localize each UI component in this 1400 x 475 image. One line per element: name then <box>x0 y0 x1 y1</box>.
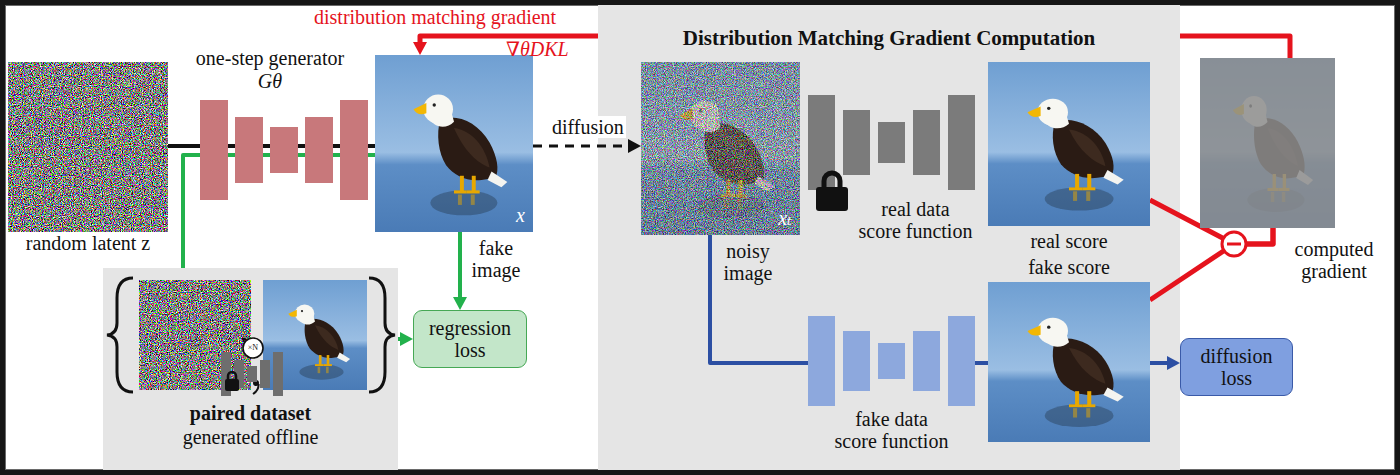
panel-ground <box>598 5 1180 470</box>
panel-title: Distribution Matching Gradient Computati… <box>598 27 1180 50</box>
network-caption: fake data score function <box>834 408 949 452</box>
network-symbol <box>808 316 975 406</box>
image-caption: fake score <box>988 256 1150 278</box>
arrow-head <box>1167 356 1180 370</box>
image-caption: computed gradient <box>1284 238 1384 282</box>
image-caption: fake image <box>465 237 527 281</box>
eagle-picture <box>988 282 1150 442</box>
fake-score-image: fake score <box>988 282 1150 442</box>
network-caption: real data score function <box>858 198 973 242</box>
paired-dataset-panel: paired datasetgenerated offline <box>103 268 398 470</box>
connector-label: distribution matching gradient <box>312 6 558 28</box>
connector-line <box>183 155 200 268</box>
connector-line <box>168 144 200 148</box>
latent-noise-image: random latent z <box>8 62 168 232</box>
connector-line <box>710 235 808 363</box>
connector-line <box>372 144 375 148</box>
connector <box>533 139 641 153</box>
panel-subtitle: generated offline <box>103 426 398 448</box>
connector <box>453 232 467 310</box>
real-score-network: real data score function <box>808 95 975 190</box>
arrow-head <box>413 42 427 55</box>
eagle-picture <box>988 62 1150 226</box>
loss-box: diffusion loss <box>1180 338 1293 396</box>
image-caption: real score <box>988 230 1150 252</box>
computation-panel: Distribution Matching Gradient Computati… <box>598 5 1180 470</box>
eagle-picture <box>375 55 533 232</box>
connector <box>372 146 375 147</box>
connector <box>183 155 200 268</box>
network-title: one-step generator <box>155 47 385 69</box>
fake-image: xfake image <box>375 55 533 232</box>
panel-ground <box>103 268 398 470</box>
connector-line <box>1150 228 1273 300</box>
gradient-picture <box>1200 58 1335 228</box>
noisy-image: xₜnoisy image <box>641 62 800 235</box>
arrow-head <box>453 297 467 310</box>
connector <box>398 332 413 346</box>
connector-line <box>533 145 630 148</box>
image-caption: random latent z <box>8 232 168 254</box>
gradient-image: computed gradient <box>1200 58 1335 228</box>
loss-label: regression loss <box>419 317 521 361</box>
loss-label: diffusion loss <box>1186 345 1287 389</box>
panel-title: paired dataset <box>103 402 398 424</box>
gradient-symbol: ∇θDKL <box>506 38 569 60</box>
image-symbol: xₜ <box>778 207 792 229</box>
image-caption: noisy image <box>717 240 779 284</box>
connector <box>168 146 200 147</box>
network-symbol <box>808 95 975 190</box>
network-symbol-label: Gθ <box>155 70 385 92</box>
connector <box>710 235 808 363</box>
noise-picture <box>8 62 168 232</box>
real-score-image: real score <box>988 62 1150 226</box>
minus-symbol <box>1227 243 1241 246</box>
noisy-eagle-picture <box>641 62 800 235</box>
repeat-count: ×N <box>248 344 258 352</box>
arrow-head <box>628 139 641 153</box>
minus-symbol <box>1222 232 1246 256</box>
arrow-head <box>400 332 413 346</box>
loss-box: regression loss <box>413 310 527 368</box>
fake-score-network: fake data score function <box>808 316 975 406</box>
generator-network: one-step generatorGθ <box>200 95 372 205</box>
connector-line <box>458 232 462 299</box>
image-symbol: x <box>516 204 525 226</box>
network-symbol <box>200 95 372 205</box>
connector-label: diffusion <box>550 116 626 138</box>
connector <box>1150 228 1273 300</box>
